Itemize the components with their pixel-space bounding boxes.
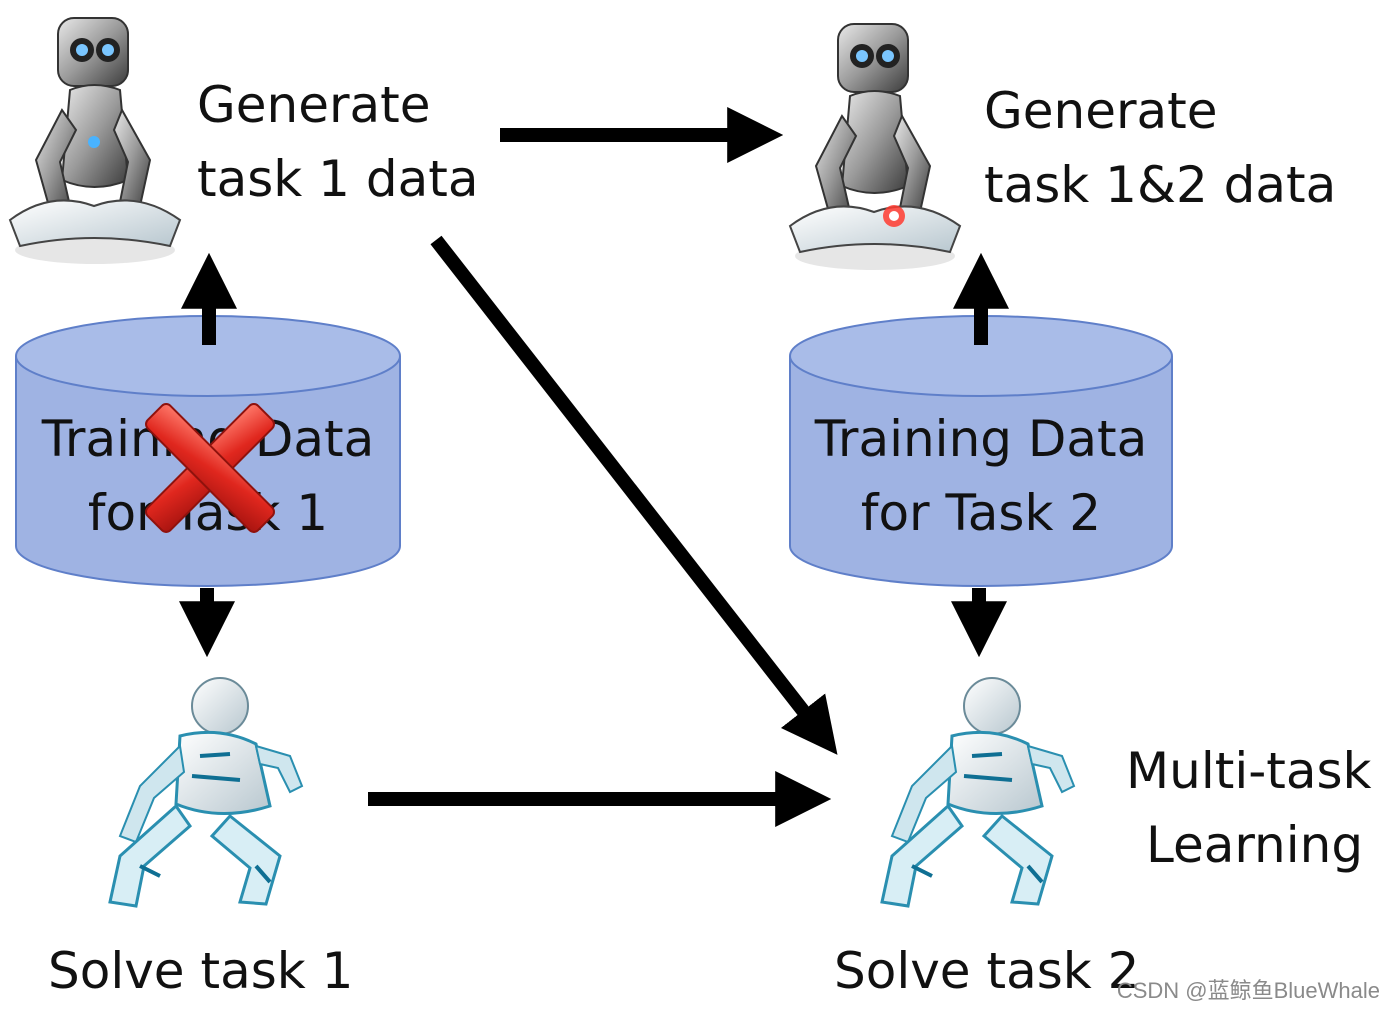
multitask-line2: Learning (1146, 816, 1364, 874)
solver-robot-icon (108, 677, 304, 908)
solve-task2-label: Solve task 2 (834, 942, 1140, 1000)
training-task2-line1: Training Data (814, 410, 1148, 468)
generate-task1-line1: Generate (197, 76, 431, 134)
delete-cross-icon (145, 403, 275, 533)
generator-robot-icon (8, 17, 182, 264)
solve-task1-label: Solve task 1 (48, 942, 354, 1000)
multitask-line1: Multi-task (1126, 742, 1372, 800)
arrow-diagonal (430, 235, 838, 755)
arrows (179, 107, 1009, 827)
solver-robot-icon (880, 677, 1076, 908)
generate-task12-line2: task 1&2 data (984, 156, 1337, 214)
generator-robot-icon (788, 23, 962, 270)
generate-task12-line1: Generate (984, 82, 1218, 140)
watermark: CSDN @蓝鲸鱼BlueWhale (1116, 978, 1380, 1003)
generate-task1-line2: task 1 data (197, 150, 479, 208)
training-task2-line2: for Task 2 (860, 484, 1102, 542)
cylinder-training-task2 (789, 315, 1173, 587)
